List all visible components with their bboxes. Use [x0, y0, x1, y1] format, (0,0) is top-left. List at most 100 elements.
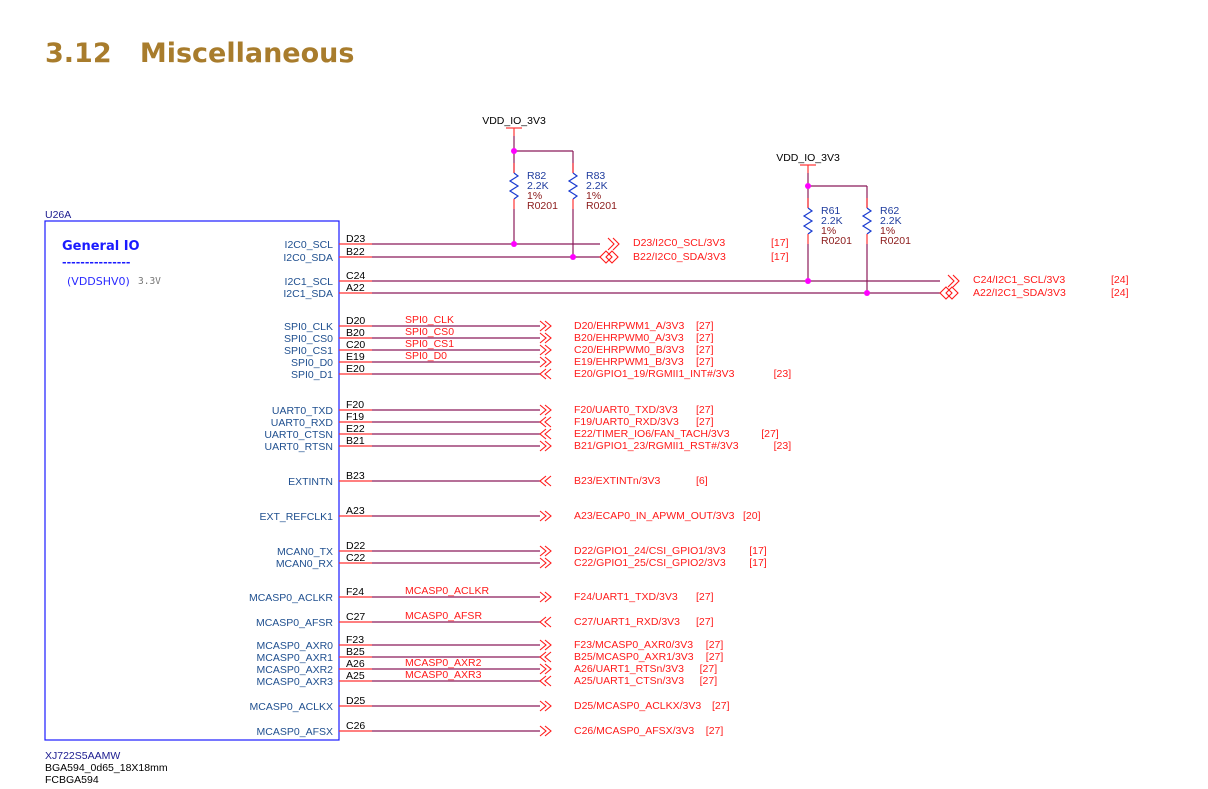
resistor-tolerance: 1% — [527, 190, 542, 202]
resistor-package: R0201 — [880, 235, 911, 247]
pin-name: MCASP0_AXR3 — [257, 676, 334, 688]
ball-number: D23 — [346, 233, 365, 245]
resistor-package: R0201 — [527, 200, 558, 212]
output-port-icon — [539, 557, 552, 569]
junction-dot — [511, 241, 517, 247]
component-refdes: U26A — [45, 209, 71, 221]
ball-number: F23 — [346, 634, 364, 646]
sheet-ref: [27] — [706, 639, 724, 651]
output-port-icon — [539, 663, 552, 675]
junction-dot — [805, 278, 811, 284]
resistor-ref: R82 — [527, 170, 546, 182]
sheet-ref: [27] — [696, 616, 714, 628]
sheet-ref: [17] — [771, 237, 789, 249]
ball-number: F20 — [346, 399, 364, 411]
pin-name: SPI0_CLK — [284, 321, 333, 333]
offpage-label: F19/UART0_RXD/3V3 — [574, 416, 679, 428]
resistor-ref: R62 — [880, 205, 899, 217]
output-port-icon — [539, 510, 552, 522]
pullup-layer: VDD_IO_3V3R822.2K1%R0201R832.2K1%R0201VD… — [482, 115, 911, 296]
ball-number: F19 — [346, 411, 364, 423]
sheet-ref: [24] — [1111, 274, 1129, 286]
pin-mcasp0-axr0: MCASP0_AXR0 F23 F23/MCASP0_AXR0/3V3 [27] — [257, 634, 724, 652]
output-port-icon — [539, 440, 552, 452]
output-port-icon — [539, 545, 552, 557]
footprint: BGA594_0d65_18X18mm — [45, 762, 168, 774]
bidir-port-icon — [947, 274, 960, 288]
sheet-ref: [27] — [696, 591, 714, 603]
offpage-label: C26/MCASP0_AFSX/3V3 — [574, 725, 694, 737]
sheet-ref: [27] — [696, 404, 714, 416]
net-label: MCASP0_AXR3 — [405, 669, 482, 681]
pin-name: MCASP0_ACLKX — [250, 701, 333, 713]
sheet-ref: [23] — [774, 368, 792, 380]
pin-name: I2C1_SDA — [283, 288, 333, 300]
offpage-label: C20/EHRPWM0_B/3V3 — [574, 344, 684, 356]
pin-name: MCASP0_AFSR — [256, 617, 333, 629]
ball-number: A25 — [346, 670, 365, 682]
input-port-icon — [539, 616, 552, 628]
sheet-ref: [27] — [696, 320, 714, 332]
pin-name: EXTINTN — [288, 476, 333, 488]
output-port-icon — [539, 639, 552, 651]
ball-number: C22 — [346, 552, 365, 564]
offpage-label: D22/GPIO1_24/CSI_GPIO1/3V3 — [574, 545, 726, 557]
ball-number: B21 — [346, 435, 365, 447]
ball-number: A22 — [346, 282, 365, 294]
input-port-icon — [539, 368, 552, 380]
offpage-label: F23/MCASP0_AXR0/3V3 — [574, 639, 693, 651]
pin-name: MCASP0_AFSX — [257, 726, 333, 738]
ball-number: F24 — [346, 586, 364, 598]
sheet-ref: [23] — [774, 440, 792, 452]
ball-number: D25 — [346, 695, 365, 707]
pin-name: UART0_RXD — [271, 417, 334, 429]
sheet-ref: [27] — [696, 356, 714, 368]
input-port-icon — [539, 428, 552, 440]
offpage-label: C27/UART1_RXD/3V3 — [574, 616, 680, 628]
bidir-port-icon — [599, 250, 619, 264]
offpage-label: A25/UART1_CTSn/3V3 — [574, 675, 684, 687]
power-rail: VDD_IO_3V3 — [776, 152, 840, 186]
sheet-ref: [17] — [749, 545, 767, 557]
net-label: SPI0_CS0 — [405, 326, 454, 338]
offpage-label: E22/TIMER_IO6/FAN_TACH/3V3 — [574, 428, 730, 440]
ball-number: C20 — [346, 339, 365, 351]
net-label: MCASP0_AFSR — [405, 610, 482, 622]
junction-dot — [805, 183, 811, 189]
pin-name: MCASP0_AXR0 — [257, 640, 334, 652]
offpage-label: D23/I2C0_SCL/3V3 — [633, 237, 725, 249]
pin-name: MCASP0_AXR1 — [257, 652, 334, 664]
section-title: Miscellaneous — [139, 38, 355, 69]
section-heading: 3.12 Miscellaneous — [45, 38, 354, 69]
junction-dot — [511, 148, 517, 154]
ball-number: B20 — [346, 327, 365, 339]
resistor-ref: R61 — [821, 205, 840, 217]
input-port-icon — [539, 675, 552, 687]
junction-dot — [570, 254, 576, 260]
output-port-icon — [539, 356, 552, 368]
resistor-ref: R83 — [586, 170, 605, 182]
offpage-label: D20/EHRPWM1_A/3V3 — [574, 320, 684, 332]
pin-name: I2C1_SCL — [285, 276, 334, 288]
offpage-label: A23/ECAP0_IN_APWM_OUT/3V3 — [574, 510, 735, 522]
ball-number: D20 — [346, 315, 365, 327]
output-port-icon — [539, 591, 552, 603]
pin-name: I2C0_SCL — [285, 239, 334, 251]
